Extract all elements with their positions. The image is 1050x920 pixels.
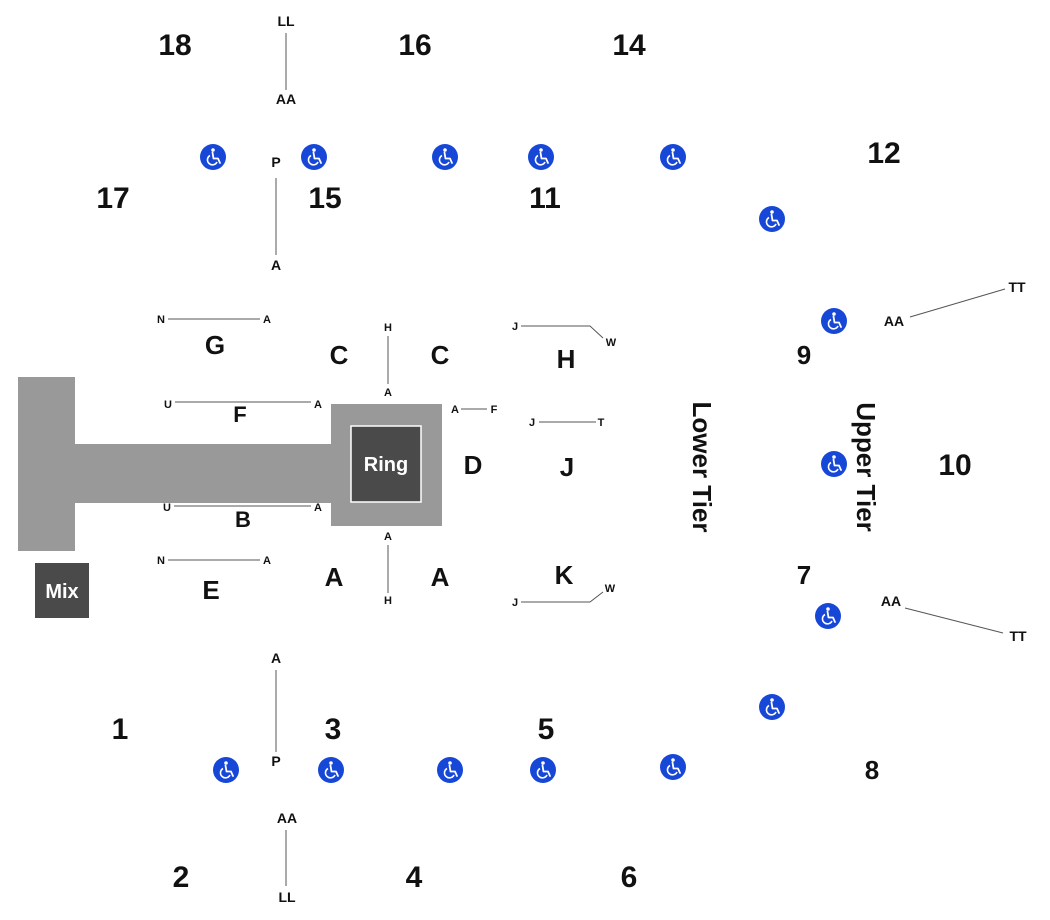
- floor-section-b[interactable]: B: [235, 507, 251, 532]
- row-label: AA: [881, 593, 901, 609]
- section-4[interactable]: 4: [406, 861, 423, 894]
- row-label: A: [263, 314, 271, 326]
- walkway: [18, 377, 442, 551]
- floor-sections: G C C H F D J B A A K E: [202, 330, 575, 605]
- ring[interactable]: Ring: [350, 425, 422, 503]
- row-label: N: [157, 314, 165, 326]
- row-label: P: [271, 154, 280, 170]
- wheelchair-icon[interactable]: [529, 756, 557, 784]
- floor-section-e[interactable]: E: [202, 575, 219, 605]
- wheelchair-icon[interactable]: [527, 143, 555, 171]
- floor-section-j[interactable]: J: [560, 452, 574, 482]
- row-label: W: [606, 337, 617, 349]
- row-label: U: [163, 502, 171, 514]
- floor-section-c-left[interactable]: C: [330, 340, 349, 370]
- section-14[interactable]: 14: [612, 29, 646, 62]
- floor-section-f[interactable]: F: [233, 402, 246, 427]
- floor-section-a-right[interactable]: A: [431, 562, 450, 592]
- floor-section-c-right[interactable]: C: [431, 340, 450, 370]
- row-label: LL: [277, 13, 295, 29]
- row-label: A: [384, 531, 392, 543]
- row-labels: LL AA P A N A H A J W U A A F J T U A N …: [157, 13, 1027, 905]
- walkway-end: [18, 377, 75, 551]
- row-label: H: [384, 322, 392, 334]
- wheelchair-icon[interactable]: [820, 307, 848, 335]
- wheelchair-icon[interactable]: [199, 143, 227, 171]
- row-label: AA: [276, 91, 296, 107]
- row-label: AA: [277, 810, 297, 826]
- section-12[interactable]: 12: [867, 137, 900, 170]
- floor-section-d[interactable]: D: [464, 450, 483, 480]
- row-label: LL: [278, 889, 296, 905]
- row-label: F: [491, 404, 498, 416]
- row-label: A: [271, 650, 281, 666]
- section-17[interactable]: 17: [96, 182, 129, 215]
- mix-label: Mix: [45, 581, 78, 603]
- section-7[interactable]: 7: [797, 560, 811, 590]
- row-label: J: [512, 321, 518, 333]
- section-2[interactable]: 2: [173, 861, 190, 894]
- wheelchair-icon[interactable]: [820, 450, 848, 478]
- floor-section-a-left[interactable]: A: [325, 562, 344, 592]
- sections: 18 16 14 12 17 15 11 9 10 7 8 1 3 5 2 4 …: [96, 29, 971, 894]
- row-lines: [168, 33, 1006, 886]
- row-label: A: [451, 404, 459, 416]
- wheelchair-icon[interactable]: [659, 143, 687, 171]
- row-label: N: [157, 555, 165, 567]
- wheelchair-icon[interactable]: [300, 143, 328, 171]
- section-16[interactable]: 16: [398, 29, 431, 62]
- wheelchair-icon[interactable]: [758, 693, 786, 721]
- wheelchair-icon[interactable]: [212, 756, 240, 784]
- section-8[interactable]: 8: [865, 755, 879, 785]
- section-3[interactable]: 3: [325, 713, 342, 746]
- row-label: A: [384, 387, 392, 399]
- section-6[interactable]: 6: [621, 861, 638, 894]
- row-label: W: [605, 583, 616, 595]
- wheelchair-icon[interactable]: [317, 756, 345, 784]
- row-label: H: [384, 595, 392, 607]
- section-5[interactable]: 5: [538, 713, 555, 746]
- upper-tier-label: Upper Tier: [851, 402, 881, 532]
- floor-section-h[interactable]: H: [557, 344, 576, 374]
- ring-label: Ring: [364, 454, 408, 476]
- row-label: A: [314, 502, 322, 514]
- row-label: A: [314, 399, 322, 411]
- row-label: A: [271, 257, 281, 273]
- section-1[interactable]: 1: [112, 713, 129, 746]
- row-label: T: [598, 417, 605, 429]
- wheelchair-icon[interactable]: [431, 143, 459, 171]
- section-9[interactable]: 9: [797, 340, 811, 370]
- row-label: P: [271, 753, 280, 769]
- section-18[interactable]: 18: [158, 29, 191, 62]
- walkway-runway: [75, 444, 335, 503]
- floor-section-g[interactable]: G: [205, 330, 225, 360]
- row-label: J: [529, 417, 535, 429]
- wheelchair-icon[interactable]: [659, 753, 687, 781]
- wheelchair-icon[interactable]: [436, 756, 464, 784]
- row-label: TT: [1008, 279, 1026, 295]
- row-label: TT: [1009, 628, 1027, 644]
- section-10[interactable]: 10: [938, 449, 971, 482]
- section-15[interactable]: 15: [308, 182, 341, 215]
- mix-position[interactable]: Mix: [35, 563, 89, 618]
- row-label: A: [263, 555, 271, 567]
- wheelchair-icon[interactable]: [758, 205, 786, 233]
- wheelchair-icon[interactable]: [814, 602, 842, 630]
- row-label: U: [164, 399, 172, 411]
- floor-section-k[interactable]: K: [555, 560, 574, 590]
- section-11[interactable]: 11: [529, 182, 561, 215]
- row-label: AA: [884, 313, 904, 329]
- row-label: J: [512, 597, 518, 609]
- lower-tier-label: Lower Tier: [687, 401, 717, 532]
